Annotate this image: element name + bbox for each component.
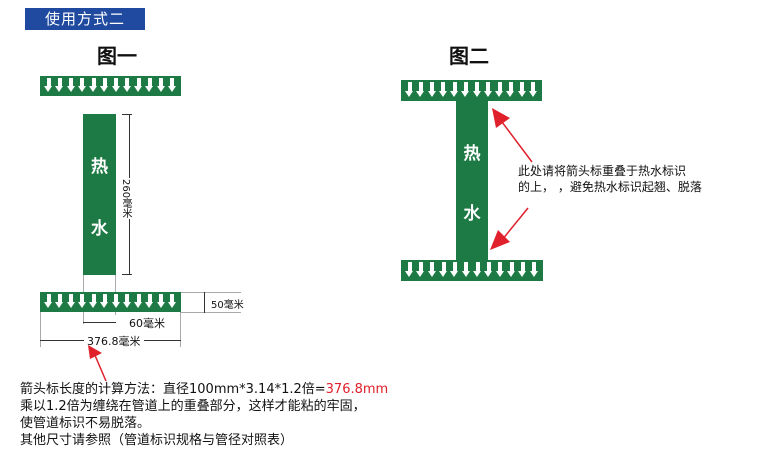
length-label: 376.8毫米 (84, 333, 144, 349)
result-value: 376.8mm (325, 382, 389, 397)
dimension-tick (122, 274, 132, 275)
guide-line (180, 312, 181, 347)
band-height-dimension-line (204, 292, 205, 313)
red-pointer-arrow-icon (88, 345, 107, 382)
figure1-title: 图一 (97, 44, 137, 68)
annotation-line: 此处请将箭头标重叠于热水标识 (518, 164, 687, 178)
note-line-3: 使管道标识不易脱落。 (20, 416, 151, 431)
dimension-tick (122, 114, 132, 115)
section-title-tab: 使用方式二 (25, 8, 145, 30)
note-line-1: 箭头标长度的计算方法：直径100mm*3.14*1.2倍=376.8mm (20, 381, 388, 398)
note-line-1-text: 箭头标长度的计算方法：直径100mm*3.14*1.2倍= (20, 382, 326, 397)
note-line-2: 乘以1.2倍为缠绕在管道上的重叠部分，这样才能粘的牢固， (20, 399, 366, 414)
figure2-title: 图二 (449, 44, 489, 68)
guide-line (40, 312, 41, 347)
label-char: 热 (91, 157, 108, 177)
figure1-top-arrow-band (40, 76, 181, 96)
note-line-4: 其他尺寸请参照（管道标识规格与管径对照表） (20, 433, 294, 448)
overlap-dimension-line (83, 322, 116, 323)
label-char: 热 (463, 144, 481, 164)
annotation-line: 的上， ，避免热水标识起翘、脱落 (518, 180, 702, 194)
label-char: 水 (91, 219, 108, 239)
figure1-hot-water-label: 热 水 (83, 114, 116, 275)
figure2-bottom-arrow-band (401, 260, 543, 281)
figure2-top-arrow-band (401, 80, 542, 101)
height-dimension-label: 260毫米 (118, 178, 133, 220)
figure2-hot-water-label: 热 水 (456, 101, 488, 260)
band-height-label: 50毫米 (211, 296, 244, 311)
guide-line (181, 292, 241, 293)
label-char: 水 (463, 204, 481, 224)
overlap-label: 60毫米 (129, 315, 165, 331)
guide-line (181, 312, 241, 313)
calculation-notes: 箭头标长度的计算方法：直径100mm*3.14*1.2倍=376.8mm 乘以1… (20, 381, 388, 449)
figure1-bottom-arrow-band (40, 292, 181, 312)
red-pointer-arrow-icon (492, 108, 533, 163)
figure2-annotation: 此处请将箭头标重叠于热水标识 的上， ，避免热水标识起翘、脱落 (518, 163, 702, 195)
red-pointer-arrow-icon (490, 207, 529, 250)
guide-line (83, 312, 84, 324)
